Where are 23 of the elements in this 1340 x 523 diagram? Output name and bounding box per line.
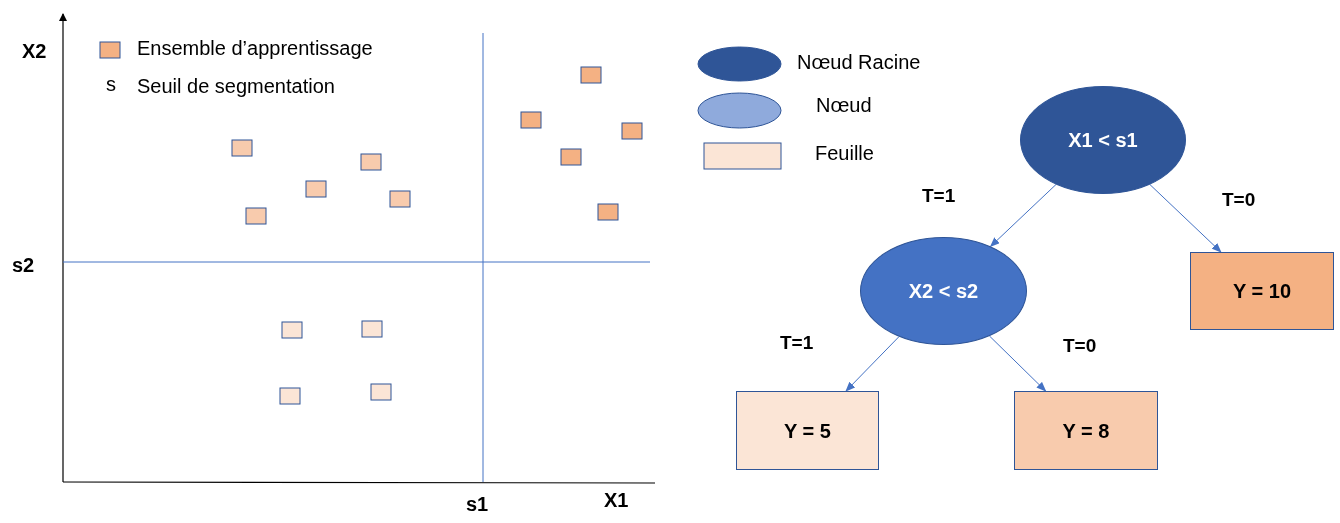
leaf-box: Y = 8 <box>1014 391 1158 470</box>
leaf-box: Y = 10 <box>1190 252 1334 330</box>
arrow <box>845 336 900 392</box>
legend-label: Feuille <box>815 141 874 166</box>
axis-label: X1 <box>604 490 629 510</box>
legend-symbol: s <box>106 74 116 94</box>
leaf-box: Y = 5 <box>736 391 879 470</box>
edge-label: T=0 <box>1222 190 1256 209</box>
legend-label: Ensemble d’apprentissage <box>137 36 373 61</box>
arrow <box>1149 184 1222 253</box>
arrow <box>989 184 1057 248</box>
decision-ellipse: X1 < s1 <box>1020 86 1186 194</box>
edge-label: T=1 <box>922 186 956 205</box>
legend-label: Seuil de segmentation <box>137 74 335 99</box>
legend-label: Nœud <box>816 93 872 118</box>
edge-label: T=1 <box>780 333 814 352</box>
legend-label: Nœud Racine <box>797 50 921 75</box>
axis-label: s2 <box>12 255 35 275</box>
axis-label: X2 <box>22 41 47 61</box>
edge-label: T=0 <box>1063 336 1097 355</box>
decision-ellipse: X2 < s2 <box>860 237 1027 345</box>
axis-label: s1 <box>466 494 489 514</box>
arrow <box>989 335 1047 392</box>
